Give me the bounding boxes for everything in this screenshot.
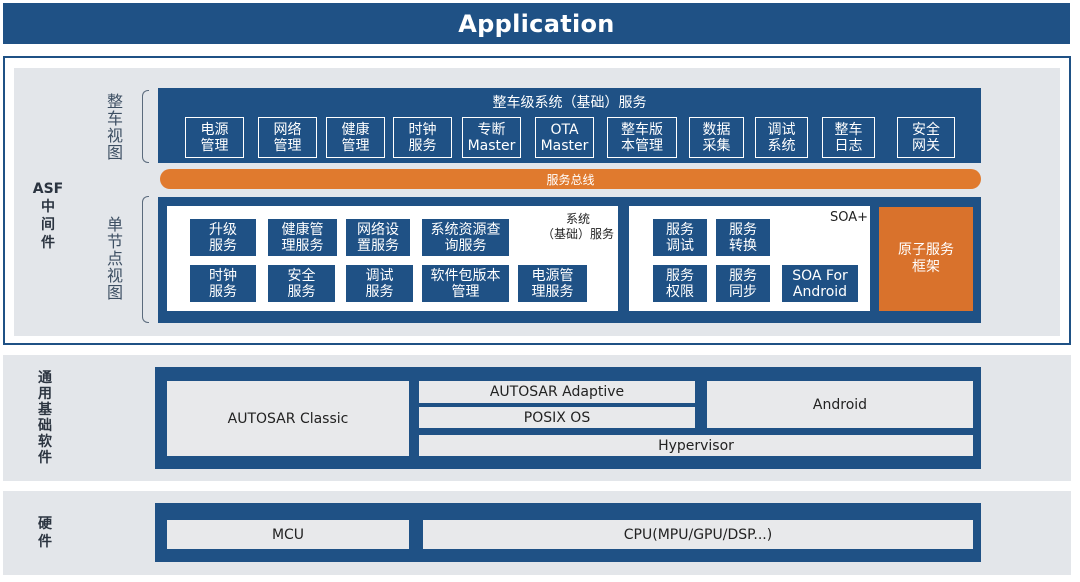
common-software-label: 通 用 基 础 软 件 [38, 370, 52, 466]
cpu-mpu-gpu-dsp: CPU(MPU/GPU/DSP...) [423, 520, 973, 549]
single-node-view-label: 单 节 点 视 图 [106, 214, 123, 302]
application-title: Application [458, 9, 615, 38]
autosar-classic: AUTOSAR Classic [167, 381, 409, 456]
vehicle-services-title: 整车级系统（基础）服务 [492, 95, 647, 111]
autosar-adaptive: AUTOSAR Adaptive [419, 381, 695, 403]
soa-service-conversion: 服务转换 [716, 219, 770, 256]
vehicle-view-brace [142, 90, 149, 163]
single-node-view-brace [142, 196, 149, 323]
system-service-security: 安全服务 [268, 265, 335, 302]
service-bus: 服务总线 [160, 169, 981, 189]
system-service-network-settings: 网络设置服务 [346, 219, 410, 256]
system-service-debug: 调试服务 [346, 265, 413, 302]
hardware-label: 硬 件 [38, 516, 52, 550]
system-service-clock: 时钟服务 [190, 265, 256, 302]
soa-service-permission: 服务权限 [653, 265, 707, 302]
vehicle-service-clock: 时钟服务 [393, 117, 452, 158]
vehicle-service-version-management: 整车版本管理 [607, 117, 677, 158]
asf-middleware-label: ASF 中 间 件 [32, 181, 64, 251]
vehicle-view-label: 整 车 视 图 [106, 92, 123, 162]
vehicle-service-health: 健康管理 [326, 117, 385, 158]
android-os: Android [707, 381, 973, 428]
mcu: MCU [167, 520, 409, 549]
system-service-package-version: 软件包版本管理 [422, 265, 509, 302]
soa-plus-title: SOA+ [829, 210, 868, 225]
vehicle-service-log: 整车日志 [822, 117, 875, 158]
system-base-services-title: 系统 （基础）服务 [541, 212, 614, 241]
system-service-health-management: 健康管理服务 [268, 219, 337, 256]
vehicle-service-debug-system: 调试系统 [755, 117, 808, 158]
vehicle-service-network: 网络管理 [258, 117, 317, 158]
vehicle-service-security-gateway: 安全网关 [897, 117, 955, 158]
hypervisor: Hypervisor [419, 435, 973, 456]
soa-service-sync: 服务同步 [716, 265, 770, 302]
posix-os: POSIX OS [419, 407, 695, 428]
atomic-service-framework: 原子服务 框架 [879, 207, 973, 311]
vehicle-services-panel [158, 88, 981, 163]
vehicle-service-data-collection: 数据采集 [689, 117, 744, 158]
soa-service-debug: 服务调试 [653, 219, 707, 256]
application-banner: Application [3, 3, 1070, 44]
vehicle-service-power: 电源管理 [185, 117, 244, 158]
system-service-upgrade: 升级服务 [190, 219, 256, 256]
system-service-power-management: 电源管理服务 [518, 265, 587, 302]
system-service-resource-query: 系统资源查询服务 [422, 219, 509, 256]
